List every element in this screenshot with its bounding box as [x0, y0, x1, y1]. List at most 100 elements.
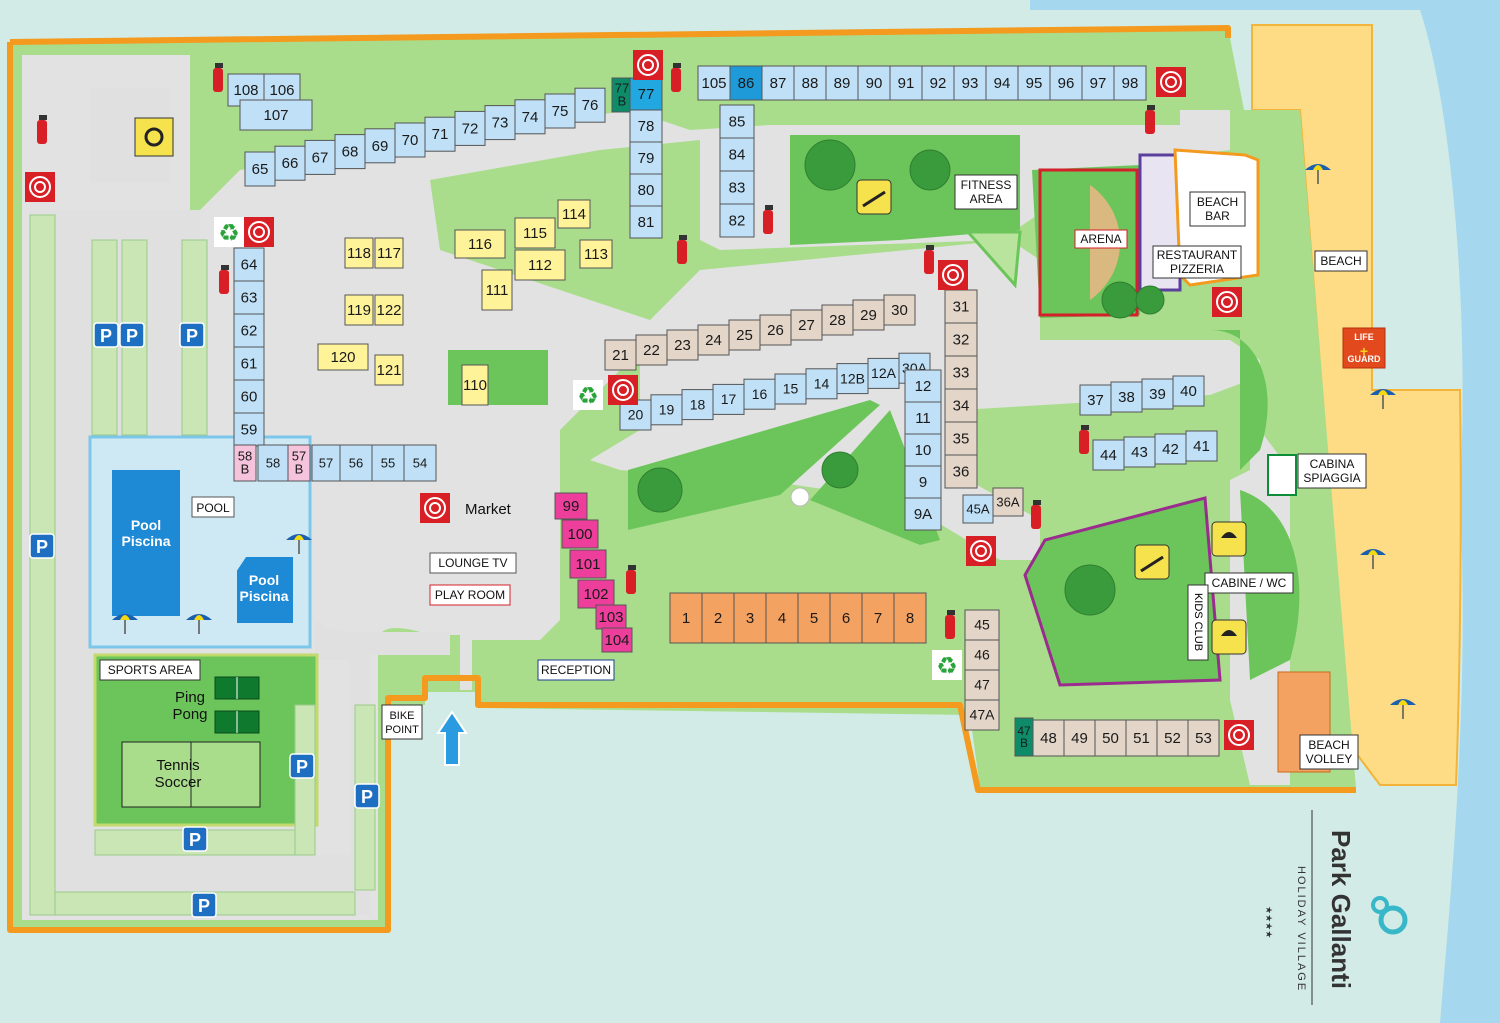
unit-57[interactable]: 57 [311, 444, 341, 482]
unit-65[interactable]: 65 [244, 151, 276, 187]
unit-89[interactable]: 89 [825, 65, 859, 101]
unit-49[interactable]: 49 [1063, 719, 1096, 757]
unit-81[interactable]: 81 [629, 205, 663, 239]
unit-47A[interactable]: 47A [964, 699, 1000, 731]
unit-74[interactable]: 74 [514, 99, 546, 135]
unit-94[interactable]: 94 [985, 65, 1019, 101]
unit-2[interactable]: 2 [701, 592, 735, 644]
unit-114[interactable]: 114 [557, 199, 591, 229]
unit-36[interactable]: 36 [944, 454, 978, 489]
unit-64[interactable]: 64 [233, 247, 265, 282]
cabine-wc-label[interactable]: CABINE / WC [1204, 572, 1294, 594]
unit-8[interactable]: 8 [893, 592, 927, 644]
unit-86[interactable]: 86 [729, 65, 763, 101]
unit-35[interactable]: 35 [944, 421, 978, 456]
unit-69[interactable]: 69 [364, 128, 396, 164]
unit-30[interactable]: 30 [883, 294, 916, 326]
unit-71[interactable]: 71 [424, 116, 456, 152]
unit-111[interactable]: 111 [481, 269, 513, 311]
unit-120[interactable]: 120 [317, 343, 369, 371]
unit-1[interactable]: 1 [669, 592, 703, 644]
unit-44[interactable]: 44 [1092, 439, 1125, 471]
unit-27[interactable]: 27 [790, 309, 823, 341]
unit-47[interactable]: 47 [964, 669, 1000, 701]
unit-104[interactable]: 104 [601, 627, 633, 653]
unit-3[interactable]: 3 [733, 592, 767, 644]
unit-76[interactable]: 76 [574, 87, 606, 123]
unit-12[interactable]: 12 [904, 369, 942, 403]
sports-area-label[interactable]: SPORTS AREA [99, 659, 201, 681]
beach-label[interactable]: BEACH [1314, 250, 1368, 272]
unit-45A[interactable]: 45A [962, 494, 994, 524]
unit-26[interactable]: 26 [759, 314, 792, 346]
unit-56[interactable]: 56 [339, 444, 373, 482]
arena-label[interactable]: ARENA [1074, 229, 1128, 249]
unit-90[interactable]: 90 [857, 65, 891, 101]
unit-75[interactable]: 75 [544, 93, 576, 129]
unit-101[interactable]: 101 [569, 549, 607, 579]
unit-36A[interactable]: 36A [992, 487, 1024, 517]
unit-29[interactable]: 29 [852, 299, 885, 331]
unit-82[interactable]: 82 [719, 203, 755, 238]
unit-25[interactable]: 25 [728, 319, 761, 351]
unit-80[interactable]: 80 [629, 173, 663, 207]
reception-label[interactable]: RECEPTION [537, 659, 615, 681]
unit-21[interactable]: 21 [604, 339, 637, 371]
unit-45[interactable]: 45 [964, 609, 1000, 641]
unit-12B[interactable]: 12B [836, 363, 869, 395]
unit-22[interactable]: 22 [635, 334, 668, 366]
unit-52[interactable]: 52 [1156, 719, 1189, 757]
unit-15[interactable]: 15 [774, 373, 807, 405]
unit-100[interactable]: 100 [561, 519, 599, 549]
unit-119[interactable]: 119 [344, 294, 374, 326]
unit-115[interactable]: 115 [514, 217, 556, 249]
kids-club-label[interactable]: KIDS CLUB [1187, 584, 1209, 661]
unit-83[interactable]: 83 [719, 170, 755, 205]
unit-10[interactable]: 10 [904, 433, 942, 467]
unit-118[interactable]: 118 [344, 237, 374, 269]
unit-112[interactable]: 112 [514, 249, 566, 281]
unit-105[interactable]: 105 [697, 65, 731, 101]
unit-107[interactable]: 107 [239, 99, 313, 131]
unit-41[interactable]: 41 [1185, 430, 1218, 462]
unit-53[interactable]: 53 [1187, 719, 1220, 757]
unit-24[interactable]: 24 [697, 324, 730, 356]
unit-116[interactable]: 116 [454, 229, 506, 259]
unit-79[interactable]: 79 [629, 141, 663, 175]
unit-46[interactable]: 46 [964, 639, 1000, 671]
unit-110[interactable]: 110 [461, 364, 489, 406]
unit-19[interactable]: 19 [650, 394, 683, 426]
unit-78[interactable]: 78 [629, 109, 663, 143]
unit-9[interactable]: 9 [904, 465, 942, 499]
unit-54[interactable]: 54 [403, 444, 437, 482]
unit-55[interactable]: 55 [371, 444, 405, 482]
unit-17[interactable]: 17 [712, 383, 745, 415]
unit-66[interactable]: 66 [274, 145, 306, 181]
unit-121[interactable]: 121 [374, 354, 404, 386]
unit-95[interactable]: 95 [1017, 65, 1051, 101]
unit-60[interactable]: 60 [233, 379, 265, 414]
unit-43[interactable]: 43 [1123, 436, 1156, 468]
unit-88[interactable]: 88 [793, 65, 827, 101]
unit-38[interactable]: 38 [1110, 381, 1143, 413]
unit-98[interactable]: 98 [1113, 65, 1147, 101]
unit-11[interactable]: 11 [904, 401, 942, 435]
unit-84[interactable]: 84 [719, 137, 755, 172]
unit-97[interactable]: 97 [1081, 65, 1115, 101]
unit-103[interactable]: 103 [595, 604, 627, 630]
unit-63[interactable]: 63 [233, 280, 265, 315]
unit-68[interactable]: 68 [334, 134, 366, 170]
unit-33[interactable]: 33 [944, 355, 978, 390]
unit-72[interactable]: 72 [454, 110, 486, 146]
unit-40[interactable]: 40 [1172, 375, 1205, 407]
unit-92[interactable]: 92 [921, 65, 955, 101]
unit-39[interactable]: 39 [1141, 378, 1174, 410]
entrance-arrow-icon[interactable] [436, 710, 468, 766]
